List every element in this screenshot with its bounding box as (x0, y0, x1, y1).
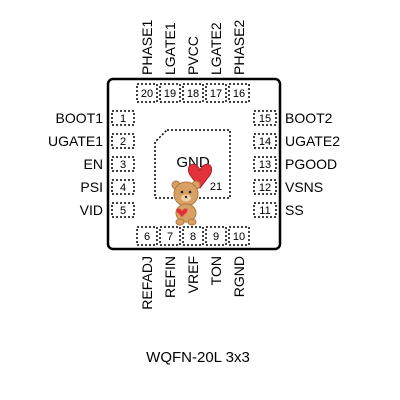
pin-pad (253, 156, 277, 172)
pin-pad (111, 202, 135, 218)
pin-lgate2: 17 LGATE2 (205, 22, 227, 103)
pin-number: 15 (259, 113, 271, 125)
pin-number: 2 (120, 136, 126, 148)
pin-name: TON (208, 256, 224, 285)
pin-pad (111, 179, 135, 195)
pin-pad (253, 110, 277, 126)
package-caption: WQFN-20L 3x3 (146, 349, 250, 366)
pin-number: 9 (213, 231, 219, 243)
pin-boot2: 15 BOOT2 (253, 110, 333, 126)
pin-name: VID (80, 202, 103, 218)
pin-name: UGATE2 (285, 133, 340, 149)
pin-name: PSI (80, 179, 103, 195)
pin-pad (205, 83, 227, 103)
pin-pad (111, 110, 135, 126)
pin-phase1: 20 PHASE1 (136, 20, 158, 103)
pin-psi: 4 PSI (80, 179, 135, 195)
pin-lgate1: 19 LGATE1 (159, 22, 181, 103)
pin-pad (228, 226, 250, 246)
pin-name: BOOT2 (285, 110, 333, 126)
pin-number: 8 (190, 231, 196, 243)
pin-number: 18 (187, 88, 199, 100)
pin-number: 3 (120, 159, 126, 171)
pin-name: REFADJ (139, 256, 155, 310)
pin-pad (136, 226, 158, 246)
pin-number: 16 (233, 88, 245, 100)
pin-number: 10 (233, 231, 245, 243)
pin-name: EN (84, 156, 103, 172)
pin-number: 19 (164, 88, 176, 100)
pin-number: 13 (259, 159, 271, 171)
pin-name: LGATE2 (208, 22, 224, 75)
pin-number: 20 (141, 88, 153, 100)
pin-vsns: 12 VSNS (253, 179, 323, 195)
pin-pad (253, 179, 277, 195)
pin-number: 6 (144, 231, 150, 243)
pin-number: 7 (167, 231, 173, 243)
pin-ss: 11 SS (253, 202, 304, 218)
pin-name: PHASE2 (231, 20, 247, 75)
pin-pad (182, 83, 204, 103)
pin-pad (253, 202, 277, 218)
pin-ugate2: 14 UGATE2 (253, 133, 340, 149)
pin-pad (159, 83, 181, 103)
pin-number: 5 (120, 205, 126, 217)
pin-name: VSNS (285, 179, 323, 195)
pin-name: BOOT1 (56, 110, 104, 126)
pin-number: 12 (259, 182, 271, 194)
pin-number: 11 (259, 205, 270, 217)
pin-pad (182, 226, 204, 246)
pin-name: PGOOD (285, 156, 337, 172)
pin-name: PHASE1 (139, 20, 155, 75)
pin-boot1: 1 BOOT1 (56, 110, 135, 126)
pin-vid: 5 VID (80, 202, 135, 218)
pin-name: LGATE1 (162, 22, 178, 75)
pin-pad (111, 156, 135, 172)
pin-phase2: 16 PHASE2 (228, 20, 250, 103)
pin-pad (136, 83, 158, 103)
pin-pad (111, 133, 135, 149)
pin-pad (228, 83, 250, 103)
pin-name: REFIN (162, 256, 178, 298)
pin-pgood: 13 PGOOD (253, 156, 337, 172)
pin-pvcc: 18 PVCC (182, 36, 204, 103)
pin-name: UGATE1 (48, 133, 103, 149)
pin-name: RGND (231, 256, 247, 297)
exposed-pad-pin-number: 21 (210, 181, 222, 193)
pin-name: SS (285, 202, 304, 218)
pin-number: 4 (120, 182, 126, 194)
pin-pad (253, 133, 277, 149)
pin-pad (159, 226, 181, 246)
pin-number: 17 (210, 88, 222, 100)
pin-ugate1: 2 UGATE1 (48, 133, 135, 149)
teddy-bear-sticker-icon (171, 163, 213, 226)
pin-pad (205, 226, 227, 246)
pin-name: VREF (185, 256, 201, 293)
pin-en: 3 EN (84, 156, 135, 172)
pin-name: PVCC (185, 36, 201, 75)
pin-number: 14 (259, 136, 271, 148)
pin-number: 1 (120, 113, 126, 125)
